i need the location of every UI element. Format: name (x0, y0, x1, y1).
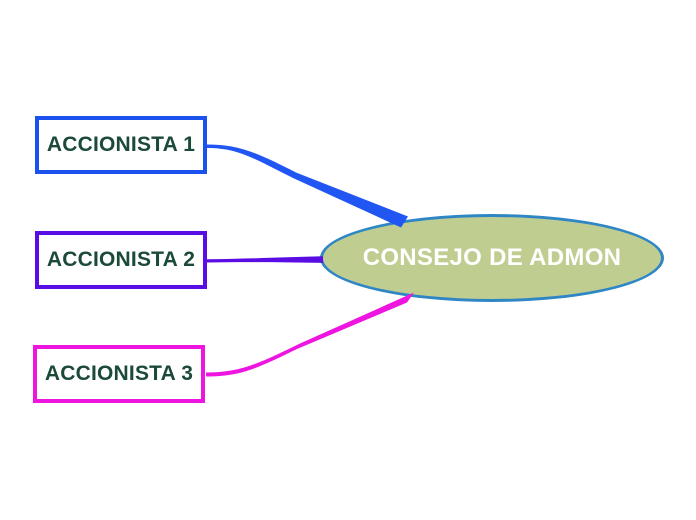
node-label: ACCIONISTA 3 (44, 362, 194, 385)
node-label: ACCIONISTA 1 (46, 133, 196, 156)
node-accionista-1[interactable]: ACCIONISTA 1 (35, 116, 207, 174)
connector-accionista2-line (207, 256, 323, 263)
node-accionista-3[interactable]: ACCIONISTA 3 (33, 345, 205, 403)
connector-accionista1-line (207, 144, 408, 228)
connector-accionista3-line (206, 292, 414, 377)
node-accionista-2[interactable]: ACCIONISTA 2 (35, 231, 207, 289)
node-label: ACCIONISTA 2 (46, 248, 196, 271)
node-consejo-de-admon[interactable]: CONSEJO DE ADMON (320, 214, 664, 302)
center-node-label: CONSEJO DE ADMON (362, 244, 622, 271)
